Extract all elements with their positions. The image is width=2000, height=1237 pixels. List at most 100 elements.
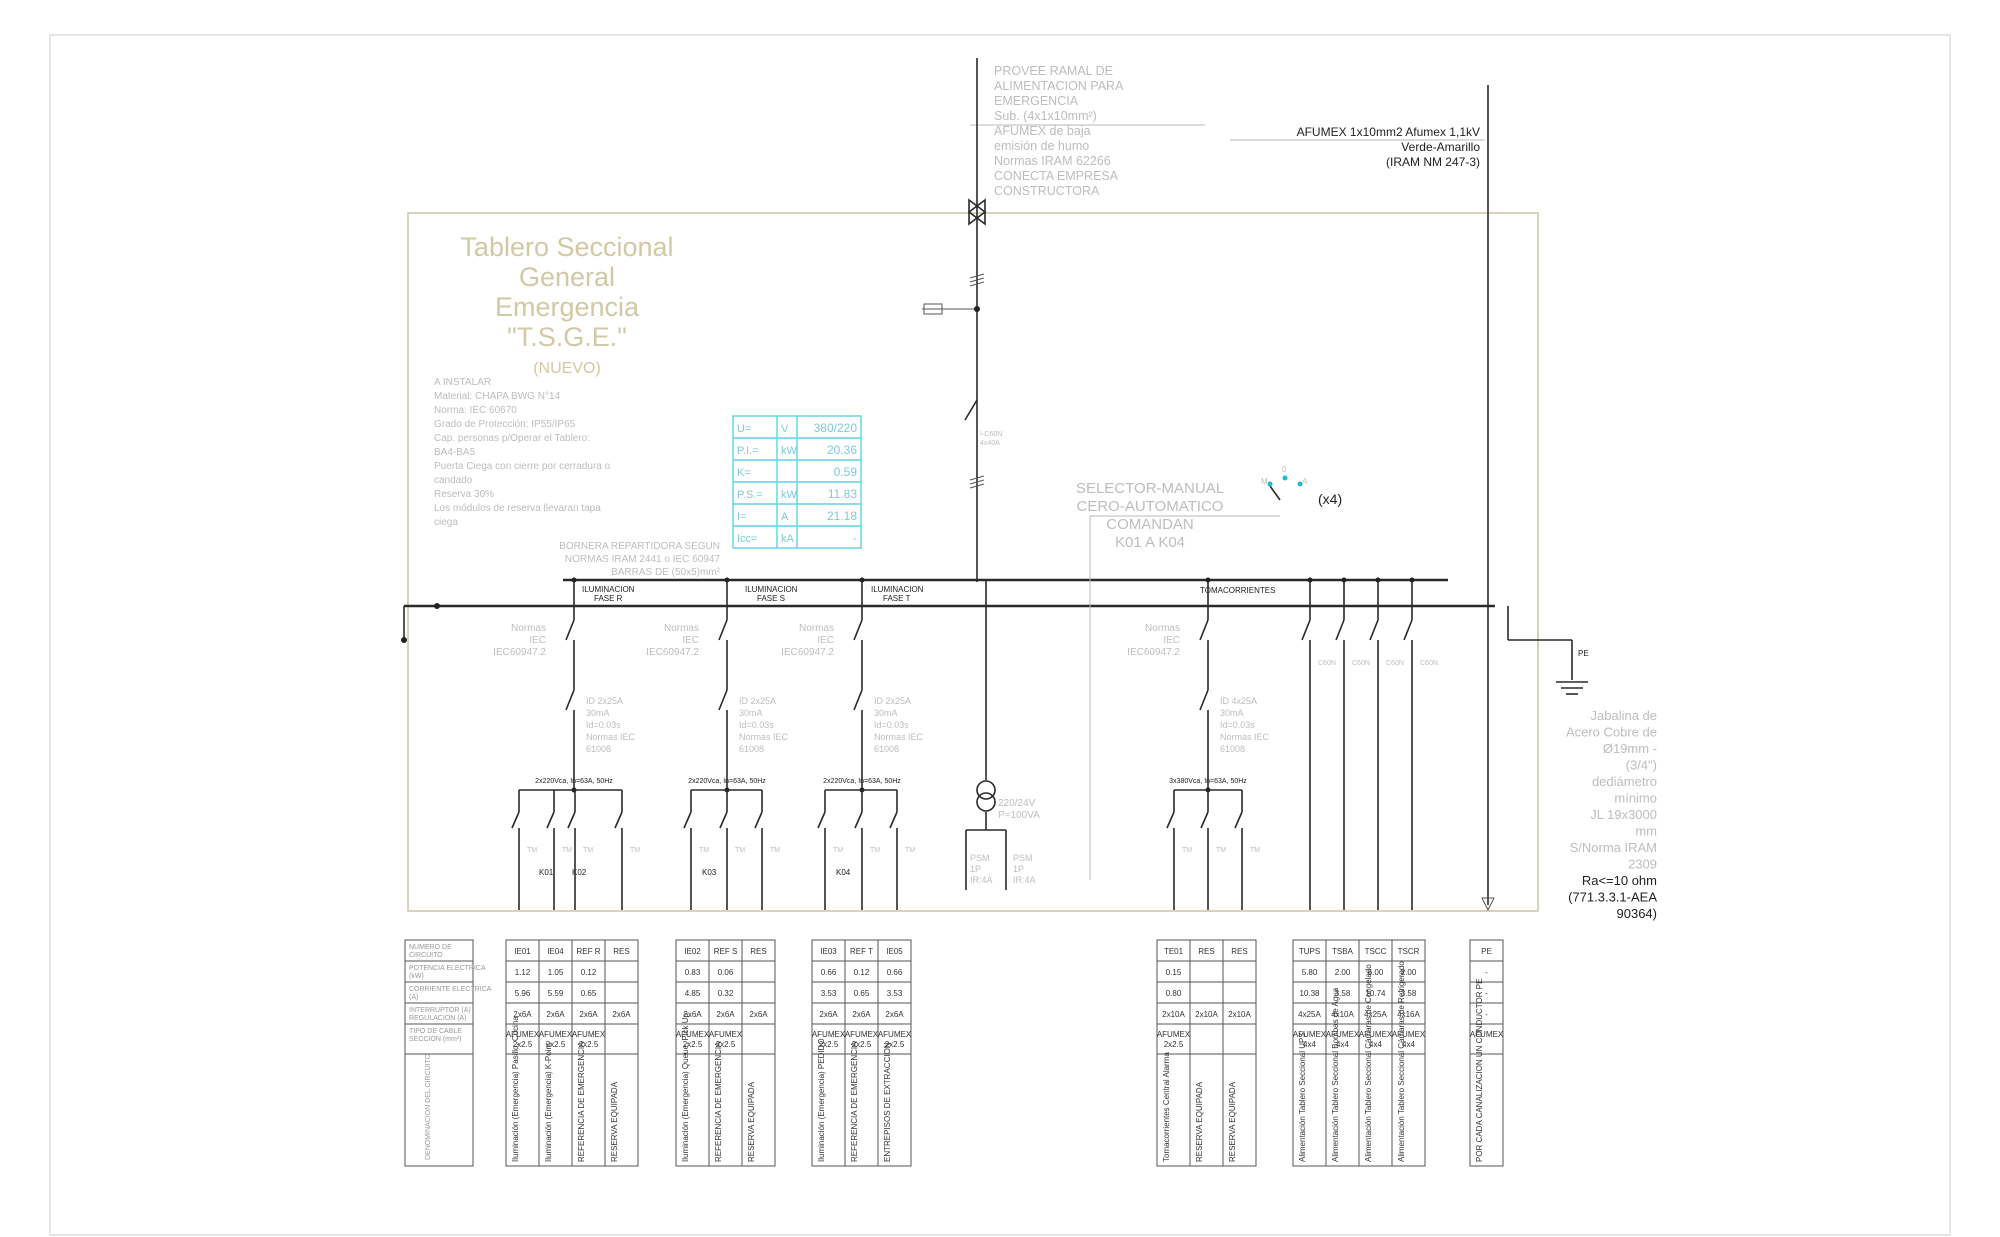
circuit-cable: 4x4 <box>1402 1040 1415 1049</box>
spec-line: candado <box>434 475 473 486</box>
circuit-name: Iluminación (Emergencia) Queue, Pick Up <box>681 1012 690 1162</box>
breaker-tag: TM <box>1182 847 1192 854</box>
circuit-current: 3.53 <box>821 989 837 998</box>
circuit-power: 0.15 <box>1166 968 1182 977</box>
contactor-label: K02 <box>572 868 587 877</box>
circuit-name: Iluminación (Emergencia) PEDIDO <box>817 1038 826 1162</box>
circuit-cable: 2x2.5 <box>852 1040 872 1049</box>
circuit-breaker: 2x6A <box>749 1010 768 1019</box>
circuit-breaker: 2x6A <box>852 1010 871 1019</box>
breaker-tag: TM <box>735 847 745 854</box>
circuit-number: IE03 <box>820 947 837 956</box>
circuit-cable: 2x2.5 <box>546 1040 566 1049</box>
four-pole-feeder-1 <box>1301 577 1313 910</box>
spec-line: Los módulos de reserva llevaran tapa <box>434 503 601 514</box>
group-header: TOMACORRIENTES <box>1200 586 1275 595</box>
circuit-breaker: 2x10A <box>1228 1010 1251 1019</box>
circuit-breaker: 2x6A <box>612 1010 631 1019</box>
circuit-number: IE05 <box>886 947 903 956</box>
circuit-power: - <box>1485 968 1488 977</box>
data-box-value: 20.36 <box>827 443 857 457</box>
circuit-number: IE04 <box>547 947 564 956</box>
circuit-current: 0.65 <box>854 989 870 998</box>
circuit-power: 2.00 <box>1401 968 1417 977</box>
circuit-current: 5.96 <box>515 989 531 998</box>
circuit-cable: 2x2.5 <box>513 1040 533 1049</box>
circuit-breaker: 2x6A <box>819 1010 838 1019</box>
circuit-number: RES <box>1231 947 1247 956</box>
circuit-name: Iluminación (Emergencia) Pasillo, Cocina <box>511 1016 520 1162</box>
circuit-name: Alimentación Tablero Seccional Cámaras d… <box>1397 961 1406 1162</box>
group-header: FASE R <box>594 594 623 603</box>
contactor-label: K04 <box>836 868 851 877</box>
normas-iec-label: IEC <box>682 635 699 646</box>
ground-icon <box>1556 681 1588 695</box>
circuit-cable: 2x2.5 <box>579 1040 599 1049</box>
contactor-rating: 2x220Vca, In=63A, 50Hz <box>823 778 901 785</box>
electrode-note: mínimo <box>1614 791 1657 806</box>
electrode-note: mm <box>1635 824 1657 839</box>
normas-iec-label: Normas <box>511 623 546 634</box>
bornera-note: BARRAS DE (50x5)mm² <box>611 567 721 578</box>
board-frame <box>407 212 1539 912</box>
psm-label: 1P <box>1013 864 1024 874</box>
circuit-breaker: 4x10A <box>1331 1010 1354 1019</box>
breaker-tag: TM <box>630 847 640 854</box>
circuit-cable: AFUMEX <box>506 1030 540 1039</box>
four-pole-feeder-3 <box>1369 577 1381 910</box>
normas-iec-label: IEC60947.2 <box>493 647 546 658</box>
circuit-cable: AFUMEX <box>845 1030 879 1039</box>
transformer-label: 220/24V <box>998 798 1036 809</box>
electrode-note: Acero Cobre de <box>1566 725 1657 740</box>
row-label: TIPO DE CABLE <box>409 1028 462 1035</box>
row-label: CORRIENTE ELECTRICA <box>409 986 492 993</box>
row-label: DENOMINACION DEL CIRCUITO <box>425 1053 432 1160</box>
contactor-rating: 2x220Vca, In=63A, 50Hz <box>535 778 613 785</box>
differential-label: ID 4x25A <box>1220 696 1257 706</box>
data-box-label: U= <box>737 423 751 435</box>
circuit-current: 4.85 <box>685 989 701 998</box>
circuit-cable: 2x2.5 <box>885 1040 905 1049</box>
circuit-power: 0.12 <box>581 968 597 977</box>
psm-label: 1P <box>970 864 981 874</box>
data-box-value: 11.83 <box>828 487 857 501</box>
row-label: INTERRUPTOR (A) <box>409 1007 471 1014</box>
board-title: Emergencia <box>495 292 640 322</box>
circuit-number: TSCC <box>1365 947 1387 956</box>
group-header: FASE S <box>757 594 785 603</box>
circuit-power: 0.83 <box>685 968 701 977</box>
normas-iec-label: IEC <box>1163 635 1180 646</box>
data-box-label: P.S.= <box>737 489 763 501</box>
contactor-label: K01 <box>539 868 554 877</box>
circuit-current: 0.65 <box>581 989 597 998</box>
selector-count: (x4) <box>1318 491 1342 507</box>
breaker-tag: TM <box>833 847 843 854</box>
data-box-unit: V <box>781 423 789 435</box>
circuit-name: REFERENCIA DE EMERGENCIA <box>714 1041 723 1162</box>
selector-note: CERO-AUTOMATICO <box>1077 498 1224 515</box>
circuit-cable: 4x4 <box>1336 1040 1349 1049</box>
ra-note: Ra<=10 ohm <box>1582 873 1657 888</box>
pe-label: PE <box>1578 649 1589 658</box>
breaker-tag: TM <box>770 847 780 854</box>
main-breaker-label: I-C60N <box>980 431 1002 438</box>
group-header: ILUMINACION <box>745 585 798 594</box>
circuit-power: 0.12 <box>854 968 870 977</box>
circuit-name: RESERVA EQUIPADA <box>610 1081 619 1162</box>
circuit-number: TSBA <box>1332 947 1354 956</box>
circuit-cable: AFUMEX <box>1359 1030 1393 1039</box>
differential-label: Normas IEC <box>739 732 789 742</box>
circuit-current: 5.59 <box>548 989 564 998</box>
data-box-value: 0.59 <box>834 465 858 479</box>
feeder-note: emisión de humo <box>994 139 1089 153</box>
circuit-breaker: 2x6A <box>885 1010 904 1019</box>
psm-label: IR:4A <box>970 875 993 885</box>
ground-cable-label: AFUMEX 1x10mm2 Afumex 1,1kV <box>1297 125 1480 139</box>
circuit-number: IE01 <box>514 947 531 956</box>
breaker-tag: TM <box>527 847 537 854</box>
circuit-breaker: 2x6A <box>513 1010 532 1019</box>
differential-label: 61008 <box>1220 744 1245 754</box>
main-breaker-contact <box>964 399 978 421</box>
